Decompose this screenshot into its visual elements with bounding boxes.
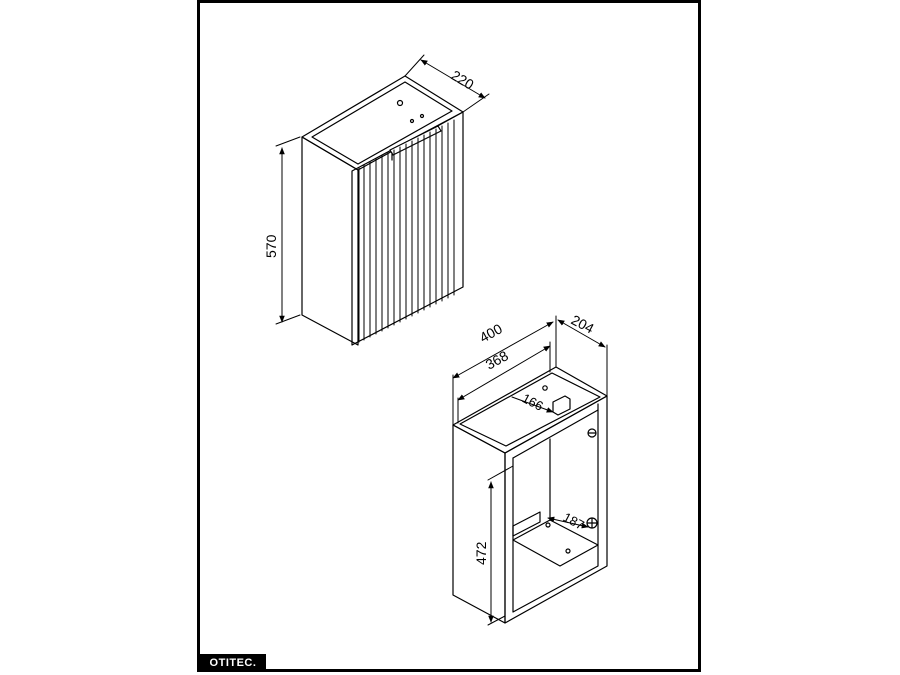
basin-top-outline: [452, 366, 608, 454]
basin-offset-dimension: [511, 396, 554, 413]
inner-height-dimension: [487, 465, 514, 626]
depth-dimension-closed: [404, 54, 490, 113]
cabinet-top-inner: [311, 81, 453, 165]
basin-offset-label: 166: [520, 390, 546, 413]
height-dimension-closed: [275, 136, 301, 325]
inner-width-dimension: [457, 341, 551, 424]
depth-dimension-open: [555, 317, 608, 397]
inner-height-label: 472: [473, 541, 489, 565]
door-grooves: [358, 119, 455, 343]
closed-height-label: 570: [263, 234, 279, 258]
pipe-offset-label: 187: [561, 509, 587, 532]
closed-depth-label: 220: [448, 67, 476, 93]
valve-icons: [586, 428, 598, 529]
outer-width-label: 400: [477, 320, 505, 345]
open-left-side: [452, 424, 506, 624]
open-right-side: [504, 395, 608, 624]
drawing-frame: [197, 0, 701, 672]
open-depth-label: 204: [569, 312, 597, 337]
closed-cabinet-view: [275, 54, 490, 346]
pipe-offset-dimension: [547, 516, 589, 529]
cabinet-inner-hole: [396, 99, 404, 107]
basin-drain: [552, 395, 571, 416]
brand-logo: OTITEC.: [200, 654, 266, 672]
cabinet-handle: [389, 125, 442, 156]
cabinet-left-side: [301, 136, 359, 346]
cabinet-top-outline: [301, 75, 464, 171]
open-bottom-shelf: [512, 519, 599, 567]
open-cabinet-view: [452, 315, 608, 626]
inner-width-label: 368: [483, 347, 511, 372]
